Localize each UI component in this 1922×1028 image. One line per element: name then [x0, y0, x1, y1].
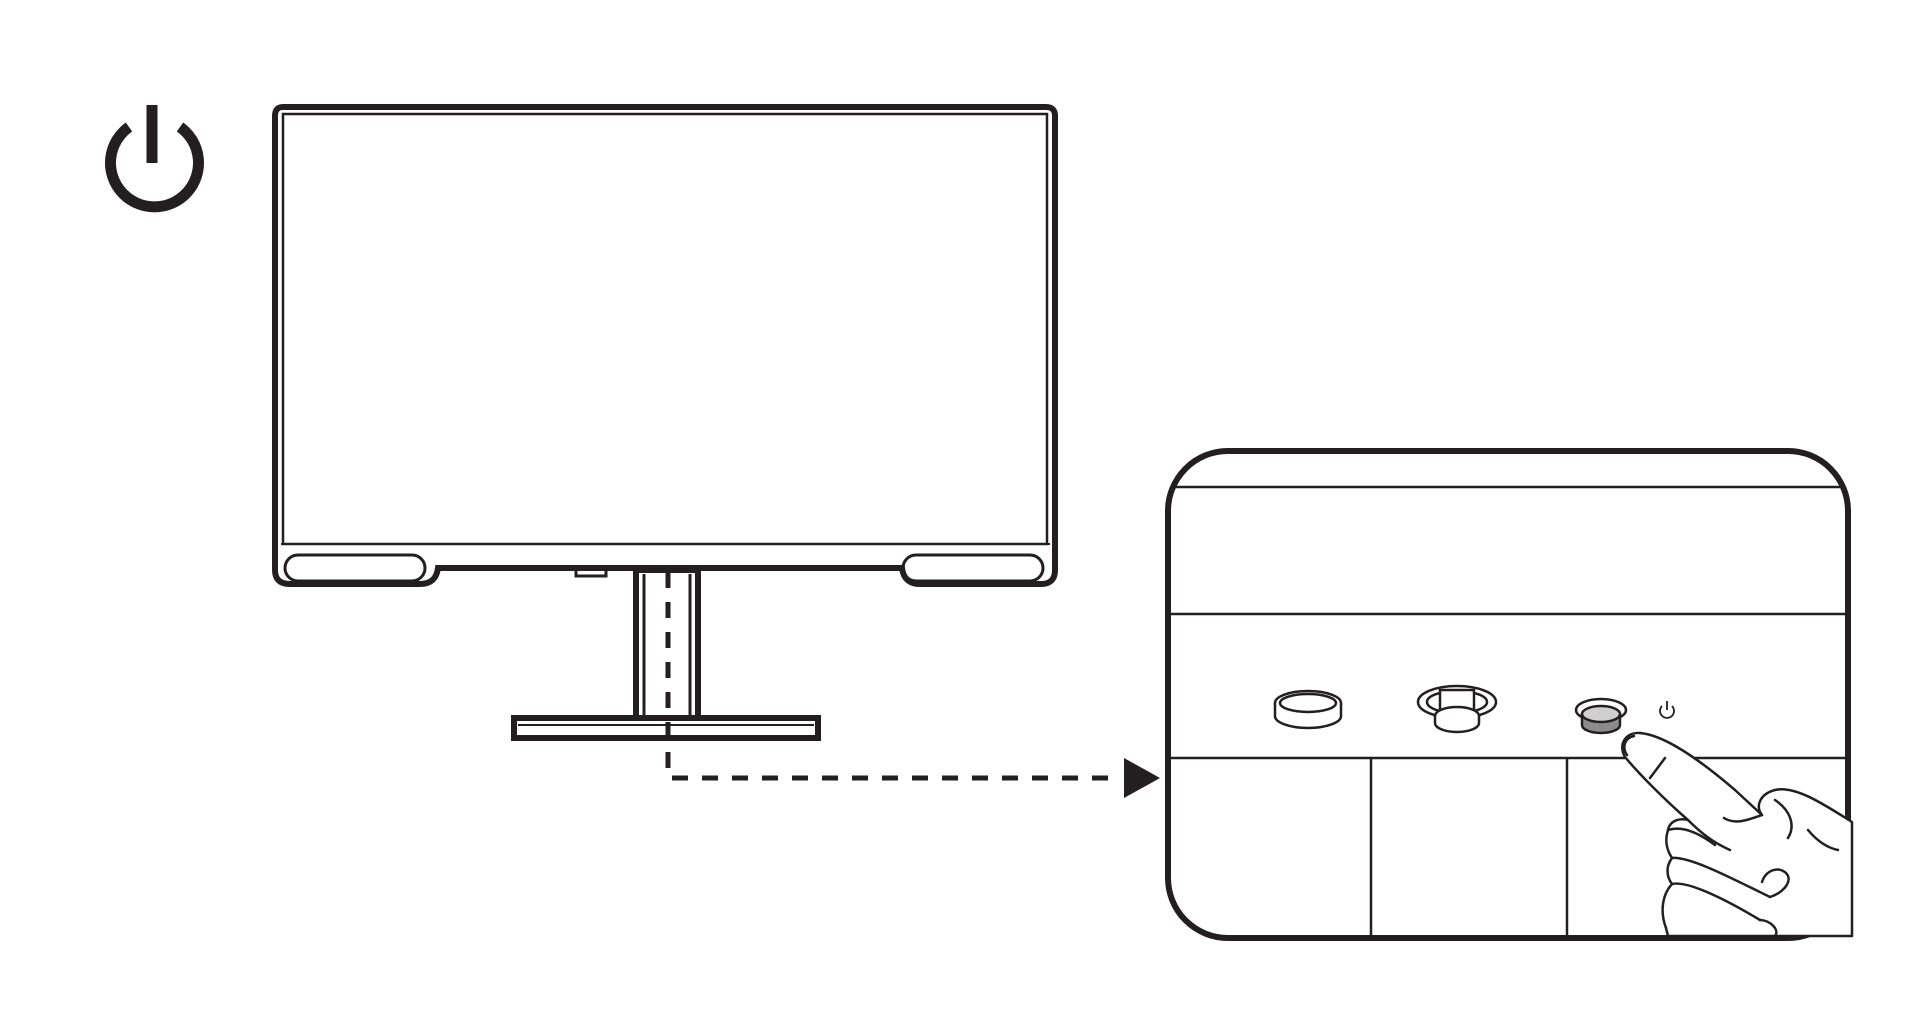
- monitor-bezel: [272, 104, 1058, 587]
- pointer-arrow: [665, 572, 1160, 798]
- left-speaker: [283, 553, 427, 583]
- arrow-right-icon: [1124, 758, 1160, 798]
- hand-pressing-icon: [1621, 731, 1854, 938]
- power-icon: [1659, 701, 1675, 719]
- power-button: [1574, 697, 1628, 735]
- detail-panel: [1165, 448, 1854, 941]
- right-speaker: [901, 553, 1045, 583]
- monitor-stand: [511, 567, 821, 741]
- joystick-button: [1416, 684, 1498, 734]
- power-icon: [105, 105, 204, 213]
- detail-frame: [1165, 448, 1851, 941]
- monitor: [272, 104, 1058, 587]
- button-1: [1273, 689, 1343, 730]
